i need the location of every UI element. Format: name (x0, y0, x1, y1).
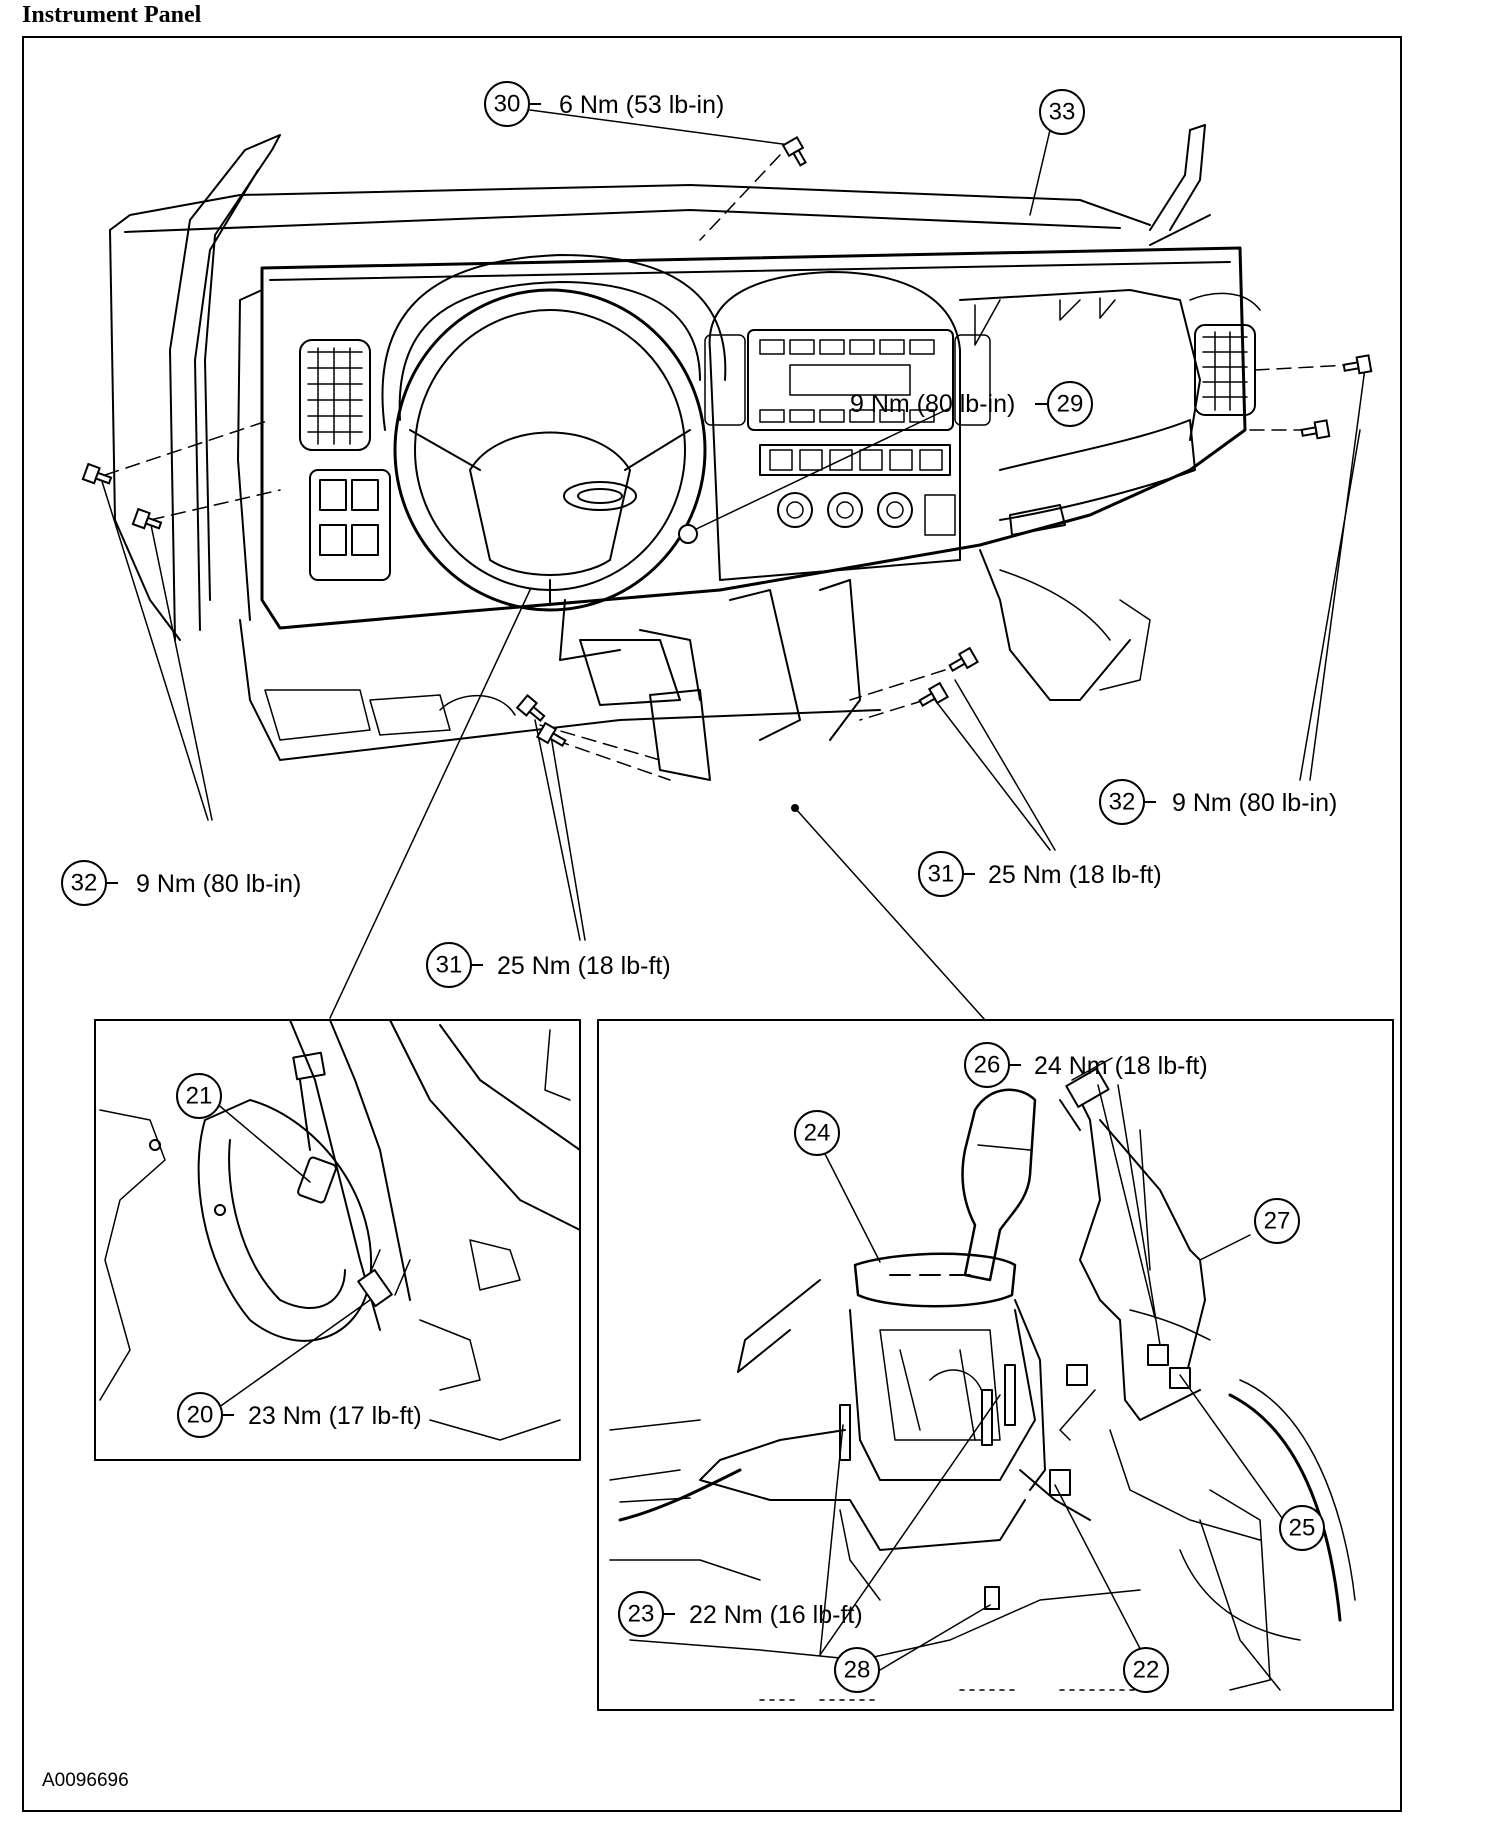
bolt-icon (1300, 419, 1331, 440)
diagram-frame (22, 36, 1402, 1812)
callout-torque: 24 Nm (18 lb-ft) (1034, 1052, 1208, 1080)
callout-31-right: 31 25 Nm (18 lb-ft) (918, 851, 1162, 897)
callout-number: 31 (436, 952, 463, 979)
page-title: Instrument Panel (22, 2, 202, 28)
callout-33: 33 (1039, 89, 1085, 135)
callout-31-left: 31 25 Nm (18 lb-ft) (426, 942, 671, 988)
callout-torque: 9 Nm (80 lb-in) (1172, 789, 1337, 817)
callout-number: 22 (1133, 1657, 1160, 1684)
bolt-icon (81, 462, 113, 485)
callout-torque: 9 Nm (80 lb-in) (850, 390, 1015, 418)
callout-27: 27 (1254, 1198, 1300, 1244)
callout-number: 31 (928, 861, 955, 888)
bolt-icons (81, 135, 1373, 747)
callout-number: 28 (844, 1657, 871, 1684)
callout-torque: 23 Nm (17 lb-ft) (248, 1402, 422, 1430)
bolt-icon (948, 646, 980, 672)
callout-24: 24 (794, 1110, 840, 1156)
callout-number: 29 (1057, 391, 1084, 418)
callout-number: 25 (1289, 1515, 1316, 1542)
callout-32-right: 32 9 Nm (80 lb-in) (1099, 779, 1337, 825)
bolt-icon (131, 507, 163, 530)
callout-22: 22 (1123, 1647, 1169, 1693)
callout-number: 33 (1049, 99, 1076, 126)
callout-number: 26 (974, 1052, 1001, 1079)
callout-number: 20 (187, 1402, 214, 1429)
callout-number: 30 (494, 91, 521, 118)
callout-torque: 25 Nm (18 lb-ft) (988, 861, 1162, 889)
callout-torque: 9 Nm (80 lb-in) (136, 870, 301, 898)
bolt-icon (1342, 354, 1373, 375)
bolt-icon (781, 135, 807, 167)
callout-number: 27 (1264, 1208, 1291, 1235)
callout-torque: 25 Nm (18 lb-ft) (497, 952, 671, 980)
callout-torque: 22 Nm (16 lb-ft) (689, 1601, 863, 1629)
callout-number: 32 (71, 870, 98, 897)
callout-21: 21 (176, 1073, 222, 1119)
callout-26: 26 24 Nm (18 lb-ft) (964, 1042, 1208, 1088)
bolt-icon (918, 681, 950, 707)
callout-30: 30 6 Nm (53 lb-in) (484, 81, 724, 127)
callout-20: 20 23 Nm (17 lb-ft) (177, 1392, 422, 1438)
callout-29: 9 Nm (80 lb-in) 29 (850, 381, 1093, 427)
callout-number: 32 (1109, 789, 1136, 816)
instrument-panel-illustration (99, 109, 1366, 1021)
bolt-icon (535, 721, 567, 747)
steering-column-inset (94, 1019, 581, 1461)
callout-23: 23 22 Nm (16 lb-ft) (618, 1591, 863, 1637)
callout-32-left: 32 9 Nm (80 lb-in) (61, 860, 301, 906)
callout-28: 28 (834, 1647, 880, 1693)
figure-id: A0096696 (42, 1770, 129, 1791)
callout-number: 21 (186, 1083, 213, 1110)
callout-torque: 6 Nm (53 lb-in) (559, 91, 724, 119)
callout-25: 25 (1279, 1505, 1325, 1551)
callouts: 30 6 Nm (53 lb-in) 33 9 Nm (80 lb-in) 29… (61, 81, 1337, 1693)
bolt-icon (515, 694, 546, 722)
callout-number: 24 (804, 1120, 831, 1147)
shifter-inset (597, 1019, 1394, 1711)
nut-icon (678, 524, 698, 544)
callout-number: 23 (628, 1601, 655, 1628)
